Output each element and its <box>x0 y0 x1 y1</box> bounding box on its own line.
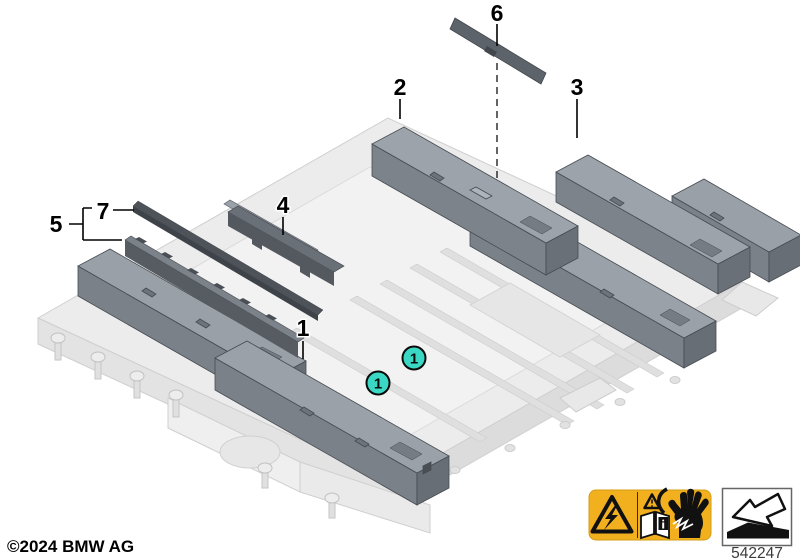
module-marker-badge[interactable]: 1 <box>365 370 391 396</box>
shock-hazard-hand-icon <box>657 487 709 538</box>
badge-number: 1 <box>374 376 382 393</box>
module-detail <box>709 211 725 222</box>
callout-7-label[interactable]: 7 <box>95 197 111 226</box>
small-warning-triangle <box>643 493 661 510</box>
part-4-rail <box>223 199 345 286</box>
module-top-face <box>671 178 800 253</box>
badge-circle[interactable] <box>401 345 427 371</box>
book-left-page <box>640 510 655 540</box>
mount-lug <box>721 281 779 317</box>
strip-body <box>449 17 547 85</box>
rail-foot <box>300 262 310 278</box>
module-detail <box>422 461 432 475</box>
bolt-dimple <box>449 466 461 474</box>
tray-bolts <box>50 332 681 519</box>
bolt-head <box>324 492 340 504</box>
callout-1-label[interactable]: 1 <box>295 314 311 343</box>
badge-circle[interactable] <box>365 370 391 396</box>
bracket-front <box>125 240 298 358</box>
bolt-head <box>50 332 66 344</box>
copyright-text: ©2024 BMW AG <box>7 537 134 556</box>
strip-underside <box>133 206 318 321</box>
bracket-tooth <box>161 252 173 259</box>
callout-3-label[interactable]: 3 <box>569 73 585 102</box>
bolt-head <box>90 351 106 363</box>
callout-5-label[interactable]: 5 <box>48 210 64 239</box>
module-detail <box>609 196 625 207</box>
module-connector <box>519 215 553 235</box>
cell-module-1 <box>214 340 450 506</box>
module-top-face <box>214 340 450 474</box>
bolt-dimple <box>614 398 626 406</box>
crossmember-arch <box>219 435 281 469</box>
module-marker-badge[interactable]: 1 <box>401 345 427 371</box>
tray-rib <box>379 279 605 410</box>
bolt-dimple <box>504 444 516 452</box>
bolt-head <box>257 462 273 474</box>
direction-panel: 542247 <box>721 487 793 560</box>
bolt-head <box>168 389 184 401</box>
warning-triangle <box>590 495 634 534</box>
tray-mount-plate <box>468 282 602 358</box>
hand-silhouette <box>668 488 709 538</box>
info-i-stem <box>662 522 665 529</box>
exclamation-dot <box>651 505 653 507</box>
module-detail <box>469 186 493 200</box>
bolt-dimple <box>669 376 681 384</box>
callout-5-7-leader <box>69 207 134 241</box>
bracket-teeth <box>135 237 277 321</box>
badge-number: 1 <box>410 351 418 368</box>
part-number: 542247 <box>731 545 783 560</box>
bracket-tooth <box>213 283 225 290</box>
part-7-strip <box>132 200 324 321</box>
module-detail <box>429 171 445 182</box>
module-detail <box>599 288 615 299</box>
callout-6-label[interactable]: 6 <box>489 0 505 28</box>
module-top-face <box>371 126 579 244</box>
info-i-dot <box>662 519 665 522</box>
module-detail <box>299 406 315 417</box>
module-detail <box>354 437 370 448</box>
module-detail <box>195 318 211 329</box>
part-6-strip <box>449 17 547 85</box>
warning-label <box>588 487 712 541</box>
spark-arc <box>657 487 668 515</box>
bracket-tooth <box>239 298 251 305</box>
strip-notch <box>484 46 497 57</box>
module-connector <box>689 238 723 258</box>
bracket-tooth <box>265 314 277 321</box>
tray-rib <box>349 295 575 426</box>
callout-leaders <box>69 24 578 359</box>
module-detail <box>141 287 157 298</box>
high-voltage-triangle-icon <box>590 495 634 534</box>
bolt-head <box>129 370 145 382</box>
callout-labels: 1 2 3 4 5 6 7 <box>48 0 585 343</box>
mount-lug <box>559 377 617 413</box>
rail-foot <box>252 234 262 250</box>
cell-module-3 <box>555 154 751 295</box>
part-5-bracket <box>124 235 305 358</box>
shock-zigzag <box>672 516 694 532</box>
module-top-face <box>555 154 751 265</box>
module-connector <box>389 441 423 461</box>
bracket-tooth <box>135 237 147 244</box>
strip-top <box>132 200 324 316</box>
bolt-dimple <box>559 421 571 429</box>
lightning-bolt <box>604 504 618 530</box>
callout-2-label[interactable]: 2 <box>392 73 408 102</box>
module-connector <box>659 308 691 327</box>
direction-arrow <box>731 492 787 528</box>
callout-4-label[interactable]: 4 <box>275 191 291 220</box>
bracket-top <box>124 235 305 343</box>
consult-manual-icon <box>640 493 670 540</box>
ramp-wedge <box>727 522 789 539</box>
bracket-tooth <box>187 268 199 275</box>
crossmember-face <box>299 461 431 534</box>
cell-module-2 <box>371 126 579 276</box>
removal-direction-arrow-icon <box>727 492 789 539</box>
